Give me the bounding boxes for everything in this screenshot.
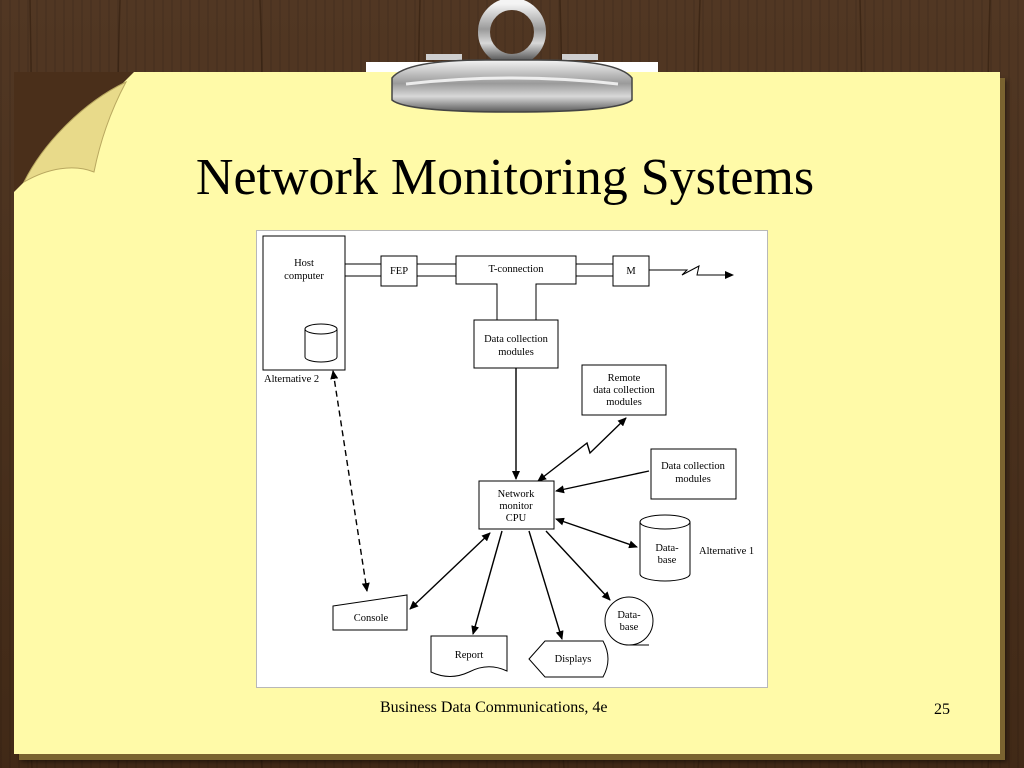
console-label: Console [354,613,389,624]
database-bottom-disk: Data- base [604,596,654,646]
displays-label: Displays [555,654,592,665]
alternative-1-label: Alternative 1 [699,546,754,557]
data-collection-top-box: Data collection modules [473,319,559,369]
database-bottom-line2: base [620,622,639,633]
t-connection-shape: T-connection [455,255,577,321]
database-alt1-cylinder: Data- base [639,514,691,582]
connector-arrows [330,368,650,640]
modem-box: M [612,255,650,287]
alternative-2-label: Alternative 2 [264,374,319,385]
host-computer-label-line1: Host [294,258,314,269]
report-document: Report [430,635,508,677]
page-curl [14,72,134,192]
data-collection-right-box: Data collection modules [650,448,737,500]
host-database-icon [304,323,338,363]
database-alt1-line1: Data- [655,543,679,554]
data-collection-top-line1: Data collection [484,334,549,345]
displays-shape: Displays [528,640,609,678]
remote-modules-line2: data collection [593,385,655,396]
footer-text: Business Data Communications, 4e [380,699,608,716]
fep-box: FEP [380,255,418,287]
data-collection-right-line2: modules [675,474,711,485]
network-monitor-line3: CPU [506,513,527,524]
trunk-lines [345,263,734,279]
report-label: Report [455,650,484,661]
fep-label: FEP [390,266,408,277]
network-monitoring-diagram: Host computer Alternative 2 FEP T-connec… [256,230,768,688]
remote-modules-line3: modules [606,397,642,408]
data-collection-top-line2: modules [498,347,534,358]
host-computer-label-line2: computer [284,271,324,282]
page-number: 25 [934,701,950,718]
database-alt1-line2: base [658,555,677,566]
slide-title: Network Monitoring Systems [195,149,815,206]
network-monitor-cpu-box: Network monitor CPU [478,480,555,530]
network-monitor-line2: monitor [499,501,533,512]
remote-modules-line1: Remote [608,373,641,384]
remote-modules-box: Remote data collection modules [581,364,667,416]
modem-label: M [626,266,636,277]
host-computer-box: Host computer [262,235,346,371]
network-monitor-line1: Network [498,489,535,500]
console-shape: Console [332,594,408,631]
binder-clip [366,0,658,113]
t-connection-label: T-connection [488,264,544,275]
data-collection-right-line1: Data collection [661,461,726,472]
database-bottom-line1: Data- [617,610,641,621]
